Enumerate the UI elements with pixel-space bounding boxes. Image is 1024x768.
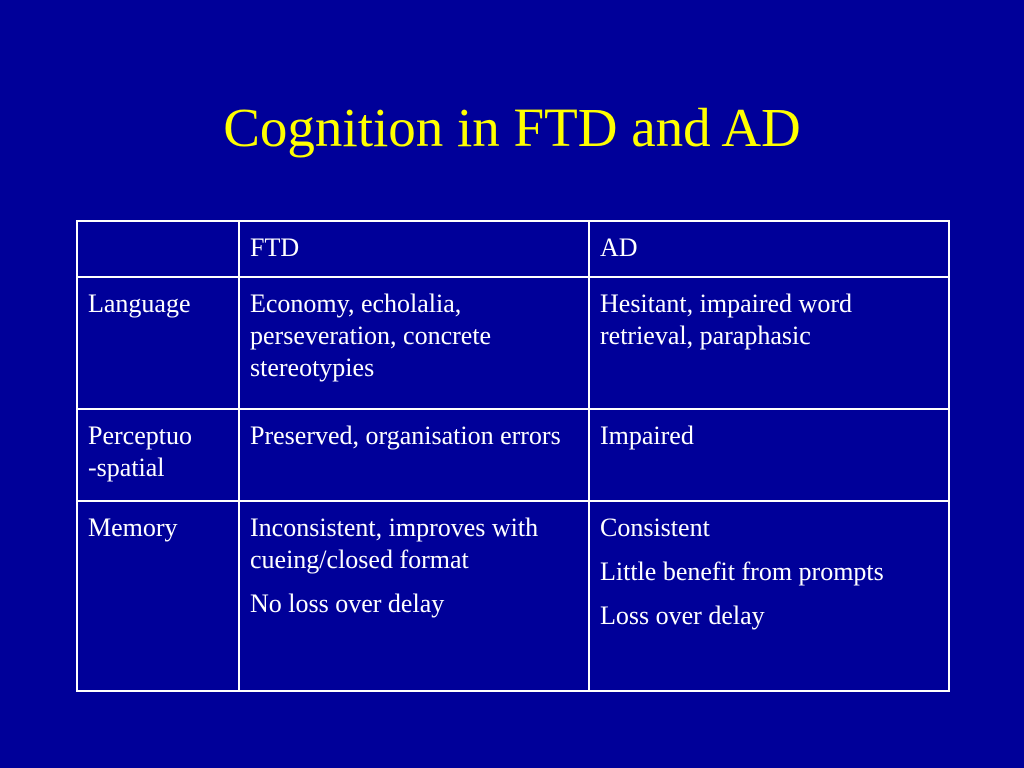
cell-perceptuo-spatial-ftd: Preserved, organisation errors: [238, 408, 590, 502]
cell-perceptuo-spatial-ad: Impaired: [588, 408, 950, 502]
cell-text: Preserved, organisation errors: [250, 421, 561, 450]
slide-title: Cognition in FTD and AD: [223, 97, 801, 158]
cell-text: Loss over delay: [600, 601, 765, 630]
table-row-perceptuo-spatial: Perceptuo -spatial Preserved, organisati…: [76, 408, 950, 502]
cell-language-ftd: Economy, echolalia, perseveration, concr…: [238, 276, 590, 410]
table-row-language: Language Economy, echolalia, perseverati…: [76, 276, 950, 410]
cell-text: Consistent: [600, 513, 710, 542]
comparison-table: FTD AD Language Economy, echolalia, pers…: [76, 220, 950, 692]
cell-memory-ftd: Inconsistent, improves with cueing/close…: [238, 500, 590, 692]
row-label-memory: Memory: [76, 500, 240, 692]
header-cell-empty: [76, 220, 240, 278]
row-label-part-2: -spatial: [88, 453, 165, 482]
cell-memory-ad: Consistent Little benefit from prompts L…: [588, 500, 950, 692]
table-row-memory: Memory Inconsistent, improves with cuein…: [76, 500, 950, 692]
row-label-language: Language: [76, 276, 240, 410]
cell-text: Economy, echolalia, perseveration, concr…: [250, 289, 492, 382]
table-header-row: FTD AD: [76, 220, 950, 278]
header-cell-ftd: FTD: [238, 220, 590, 278]
cell-text: Impaired: [600, 421, 694, 450]
cell-text: Inconsistent, improves with cueing/close…: [250, 513, 539, 574]
cell-language-ad: Hesitant, impaired word retrieval, parap…: [588, 276, 950, 410]
row-label-part-1: Perceptuo: [88, 421, 192, 450]
row-label-perceptuo-spatial: Perceptuo -spatial: [76, 408, 240, 502]
cell-text: Little benefit from prompts: [600, 557, 884, 586]
header-cell-ad: AD: [588, 220, 950, 278]
cell-text: Hesitant, impaired word retrieval, parap…: [600, 289, 852, 350]
cell-text: No loss over delay: [250, 589, 445, 618]
